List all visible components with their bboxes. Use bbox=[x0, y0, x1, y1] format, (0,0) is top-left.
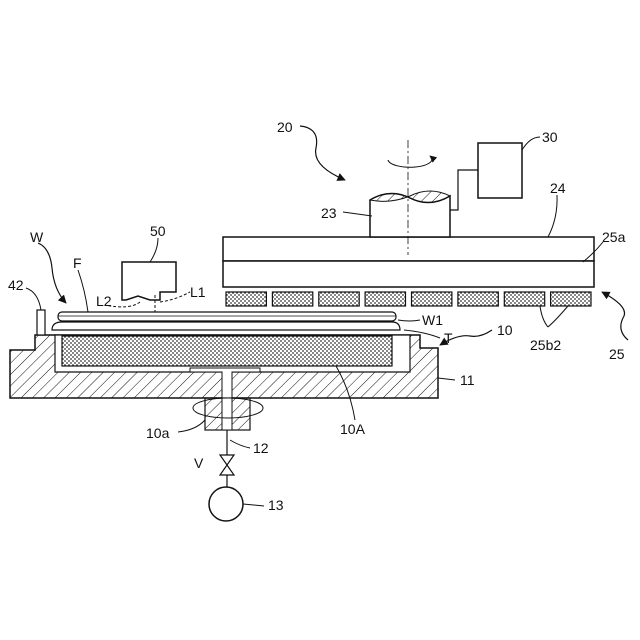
leader-23 bbox=[343, 212, 372, 216]
label-T: T bbox=[444, 330, 453, 346]
label-30: 30 bbox=[542, 129, 558, 145]
label-10a: 10a bbox=[146, 425, 170, 441]
label-11: 11 bbox=[460, 372, 475, 388]
grinding-pad bbox=[226, 292, 266, 306]
leader-24 bbox=[548, 195, 557, 237]
leader-10a bbox=[178, 420, 205, 432]
arrow-20 bbox=[300, 126, 345, 180]
label-W: W bbox=[30, 229, 44, 245]
leader-11 bbox=[438, 378, 455, 380]
label-F: F bbox=[73, 255, 82, 271]
label-50: 50 bbox=[150, 223, 166, 239]
vacuum-source-13 bbox=[209, 487, 243, 521]
label-25a: 25a bbox=[602, 229, 626, 245]
controller-30 bbox=[478, 143, 522, 198]
label-12: 12 bbox=[253, 440, 269, 456]
wheel-25a bbox=[223, 261, 594, 287]
grinding-pads-25b2 bbox=[226, 292, 591, 306]
grinding-pad bbox=[504, 292, 544, 306]
label-25: 25 bbox=[609, 346, 625, 362]
laser-L1 bbox=[160, 292, 190, 302]
wafer-W1 bbox=[58, 312, 396, 321]
arrow-25 bbox=[602, 292, 628, 340]
tape-T bbox=[52, 322, 400, 330]
leader-12 bbox=[230, 440, 250, 448]
grinding-pad bbox=[458, 292, 498, 306]
label-L1: L1 bbox=[190, 284, 206, 300]
sensor-50 bbox=[122, 262, 176, 300]
arrow-W bbox=[38, 243, 66, 303]
grinding-pad bbox=[365, 292, 405, 306]
leader-30 bbox=[522, 137, 540, 150]
label-23: 23 bbox=[321, 205, 337, 221]
control-line bbox=[450, 170, 478, 210]
wheel-base-24 bbox=[223, 237, 594, 261]
label-L2: L2 bbox=[96, 293, 112, 309]
leader-25b2 bbox=[540, 306, 568, 327]
valve-V bbox=[220, 455, 234, 475]
label-10: 10 bbox=[497, 322, 513, 338]
label-V: V bbox=[194, 455, 204, 471]
label-20: 20 bbox=[277, 119, 293, 135]
leader-50 bbox=[150, 238, 158, 262]
grinding-pad bbox=[272, 292, 312, 306]
label-13: 13 bbox=[268, 497, 284, 513]
shaft-10a-bore bbox=[222, 398, 232, 430]
label-10A: 10A bbox=[340, 421, 366, 437]
label-W1: W1 bbox=[422, 312, 443, 328]
leader-W1 bbox=[398, 320, 420, 321]
leader-F bbox=[78, 270, 88, 312]
grinding-pad bbox=[412, 292, 452, 306]
leader-13 bbox=[243, 504, 264, 506]
rotation-arrow-spindle bbox=[388, 156, 432, 167]
porous-member-10A bbox=[62, 336, 392, 366]
label-25b2: 25b2 bbox=[530, 337, 561, 353]
label-42: 42 bbox=[8, 277, 24, 293]
label-24: 24 bbox=[550, 180, 566, 196]
grinding-pad bbox=[551, 292, 591, 306]
leader-42 bbox=[26, 288, 41, 310]
holder-42 bbox=[37, 310, 45, 335]
grinding-pad bbox=[319, 292, 359, 306]
